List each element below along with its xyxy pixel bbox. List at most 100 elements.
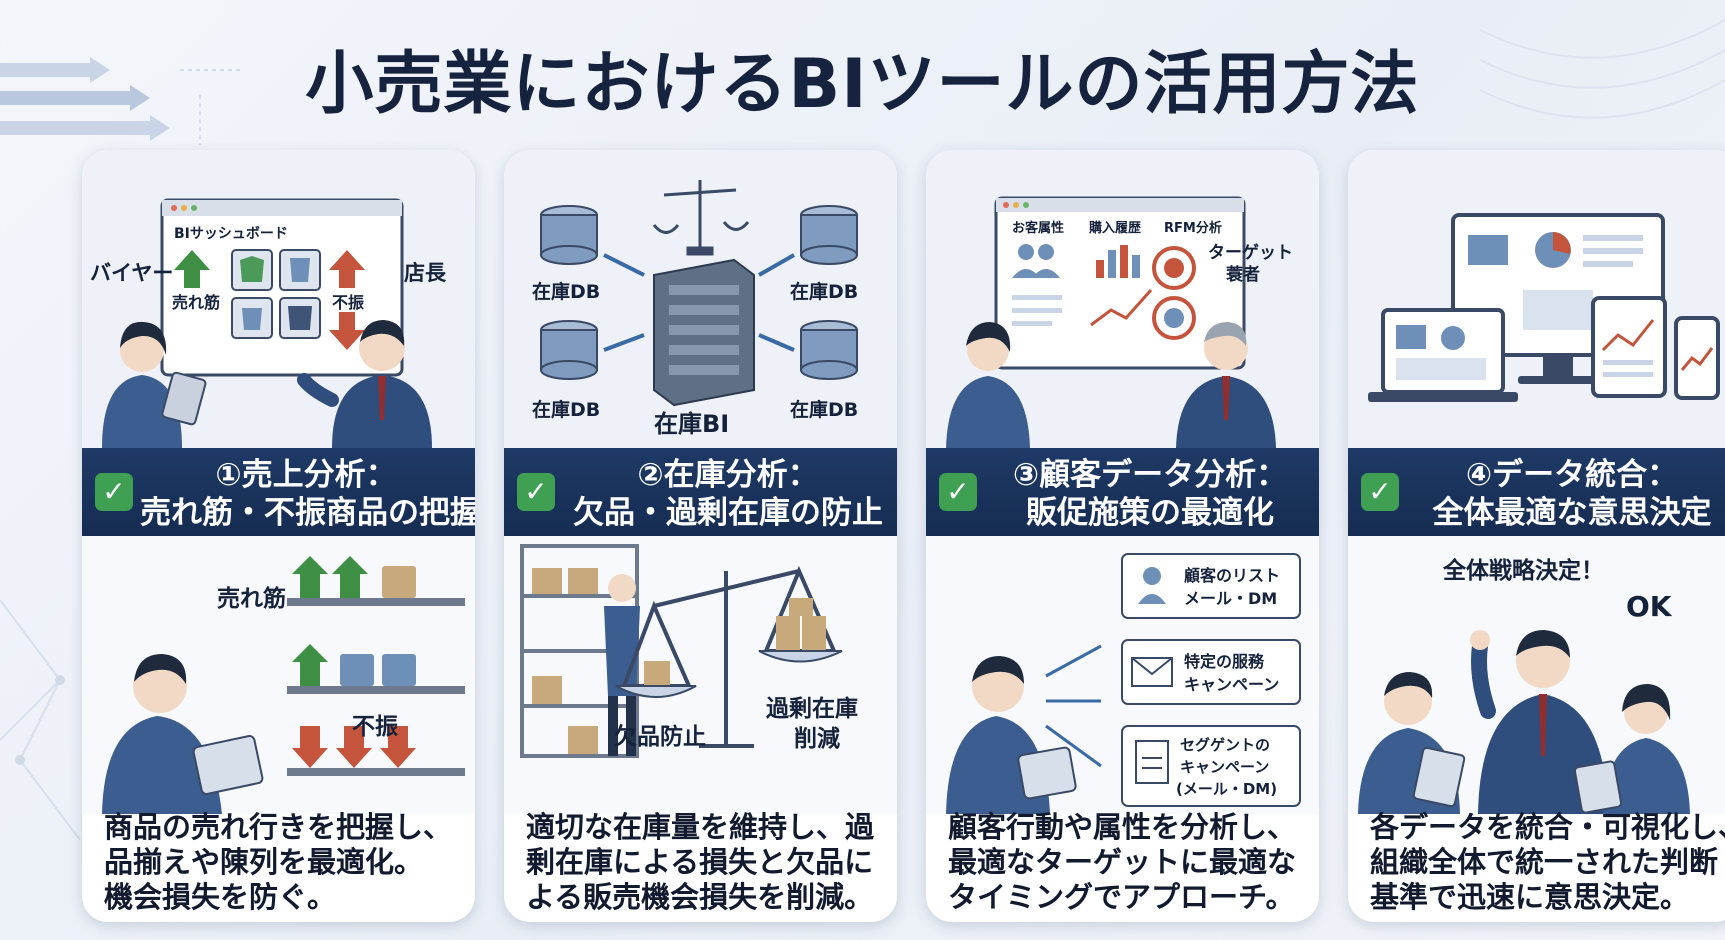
woman-person-icon <box>1573 684 1690 814</box>
tablet-person-icon <box>102 654 264 814</box>
description-line: 品揃えや陳列を最適化。 <box>104 845 424 879</box>
check-icon: ✓ <box>939 473 977 511</box>
shortage-label: 欠品防止 <box>614 723 706 750</box>
campaign-box-line: 顧客のリスト <box>1184 566 1280 585</box>
up-arrow-icon <box>292 556 368 686</box>
database-icon <box>800 205 858 265</box>
person-icon <box>1138 567 1166 604</box>
manager-label: 店長 <box>404 261 447 285</box>
server-icon <box>653 258 755 407</box>
description-line: 商品の売れ行きを把握し、 <box>104 810 453 844</box>
tab-label: RFM分析 <box>1164 220 1222 236</box>
description-line: 機会損失を防ぐ。 <box>104 880 337 914</box>
poor-shelf-label: 不振 <box>352 713 398 740</box>
target-icon <box>1152 246 1196 340</box>
card-heading-line: ①売上分析： <box>215 457 397 493</box>
ok-label: OK <box>1626 590 1673 623</box>
campaign-box-line: キャンペーン <box>1184 675 1279 694</box>
database-icon <box>540 205 598 265</box>
check-icon: ✓ <box>517 473 555 511</box>
card-data-integration: ✓ ④データ統合： 全体最適な意思決定 全体戦略決定！ OK <box>1348 150 1725 922</box>
mail-icon <box>1131 657 1173 687</box>
database-icon <box>540 320 598 380</box>
buyer-label: バイヤー <box>90 261 173 285</box>
hot-label: 売れ筋 <box>172 293 220 312</box>
hot-shelf-label: 売れ筋 <box>217 585 286 612</box>
campaign-box-line: メール・DM <box>1184 589 1277 608</box>
campaign-flow-illustration: 顧客のリスト メール・DM 特定の服務 キャンペーン セグゲントの キャンペーン… <box>926 536 1319 814</box>
decorative-arrows <box>0 57 240 145</box>
db-label: 在庫DB <box>532 398 600 421</box>
down-arrow-icon <box>292 726 416 768</box>
db-label: 在庫DB <box>532 280 600 303</box>
card-heading-line: 販促施策の最適化 <box>1026 495 1274 531</box>
description-line: 適切な在庫量を維持し、過 <box>526 810 875 844</box>
card-inventory-analysis: 在庫DB 在庫DB 在庫DB 在庫DB 在庫BI ✓ ②在庫分析： 欠品・過剰在… <box>504 150 897 922</box>
card-heading-line: 全体最適な意思決定 <box>1432 495 1712 531</box>
sales-shelf-illustration: 売れ筋 不振 <box>82 536 475 814</box>
decorative-waves <box>1480 19 1725 119</box>
description-line: 基準で迅速に意思決定。 <box>1370 880 1690 914</box>
card-heading-band: ✓ ④データ統合： 全体最適な意思決定 <box>1348 448 1725 536</box>
description-line: 顧客行動や属性を分析し、 <box>948 810 1297 844</box>
line-chart-icon <box>1090 289 1153 327</box>
up-arrow-icon <box>329 250 365 288</box>
up-arrow-icon <box>174 250 210 288</box>
bar-chart-icon <box>1096 245 1140 278</box>
db-label: 在庫DB <box>790 398 858 421</box>
campaign-box-line: (メール・DM) <box>1176 780 1277 798</box>
tab-label: お客属性 <box>1012 220 1064 236</box>
card-heading-band: ✓ ③顧客データ分析： 販促施策の最適化 <box>926 448 1319 536</box>
scale-icon <box>652 180 750 256</box>
card-description: 各データを統合・可視化し、 組織全体で統一された判断 基準で迅速に意思決定。 <box>1370 810 1725 915</box>
campaign-box-line: セグゲントの <box>1180 736 1270 754</box>
man-person-icon <box>1358 672 1466 814</box>
card-heading-line: ②在庫分析： <box>637 457 819 493</box>
description-line: タイミングでアプローチ。 <box>948 880 1295 914</box>
analyst-person-icon <box>946 656 1077 814</box>
description-line: 剰在庫による損失と欠品に <box>526 845 874 879</box>
db-label: 在庫DB <box>790 280 858 303</box>
database-icon <box>800 320 858 380</box>
card-heading-band: ✓ ②在庫分析： 欠品・過剰在庫の防止 <box>504 448 897 536</box>
target-label: ターゲット <box>1208 242 1293 263</box>
description-line: 各データを統合・可視化し、 <box>1370 810 1725 844</box>
inventory-db-illustration: 在庫DB 在庫DB 在庫DB 在庫DB 在庫BI <box>504 150 897 448</box>
customer-dashboard-illustration: お客属性 購入履歴 RFM分析 ターゲット 蓑者 <box>926 150 1319 448</box>
laptop-icon <box>1368 308 1518 402</box>
man-person-icon <box>1176 322 1276 448</box>
card-description: 適切な在庫量を維持し、過 剰在庫による損失と欠品に よる販売機会損失を削減。 <box>526 810 886 915</box>
card-heading-line: 売れ筋・不振商品の把握 <box>140 495 475 531</box>
people-icon <box>1012 244 1060 278</box>
dashboard-label: BIサッシュボード <box>174 226 288 242</box>
page-title: 小売業におけるBIツールの活用方法 <box>305 45 1420 124</box>
description-line: よる販売機会損失を削減。 <box>526 880 874 914</box>
team-decision-illustration: 全体戦略決定！ OK <box>1348 536 1725 814</box>
inventory-balance-illustration: 欠品防止 過剰在庫 削減 <box>504 536 897 814</box>
card-heading-line: ③顧客データ分析： <box>1012 457 1288 493</box>
product-grid-icon <box>231 249 321 339</box>
card-heading-band: ✓ ①売上分析： 売れ筋・不振商品の把握 <box>82 448 475 536</box>
poor-label: 不振 <box>332 293 364 312</box>
sales-dashboard-illustration: BIサッシュボード 売れ筋 不振 バイヤー 店長 <box>82 150 475 448</box>
document-icon <box>1135 740 1169 784</box>
devices-illustration <box>1348 150 1725 448</box>
card-description: 商品の売れ行きを把握し、 品揃えや陳列を最適化。 機会損失を防ぐ。 <box>104 810 464 915</box>
card-description: 顧客行動や属性を分析し、 最適なターゲットに最適な タイミングでアプローチ。 <box>948 810 1308 915</box>
woman-person-icon <box>946 322 1030 448</box>
tab-label: 購入履歴 <box>1088 220 1141 236</box>
buyer-person-icon <box>102 321 207 448</box>
card-sales-analysis: BIサッシュボード 売れ筋 不振 バイヤー 店長 <box>82 150 475 922</box>
flow-arrow-icon <box>1045 644 1102 768</box>
description-line: 組織全体で統一された判断 <box>1370 845 1719 879</box>
inventory-bi-label: 在庫BI <box>654 410 729 438</box>
campaign-box-line: 特定の服務 <box>1184 652 1265 671</box>
leader-person-icon <box>1470 630 1608 814</box>
card-heading-line: 欠品・過剰在庫の防止 <box>573 495 883 531</box>
check-icon: ✓ <box>95 473 133 511</box>
card-heading-line: ④データ統合： <box>1465 457 1679 493</box>
excess-label: 過剰在庫 <box>766 695 858 722</box>
excess-label: 削減 <box>794 726 840 752</box>
decorative-network-lines <box>0 599 81 841</box>
decision-label: 全体戦略決定！ <box>1442 557 1604 584</box>
